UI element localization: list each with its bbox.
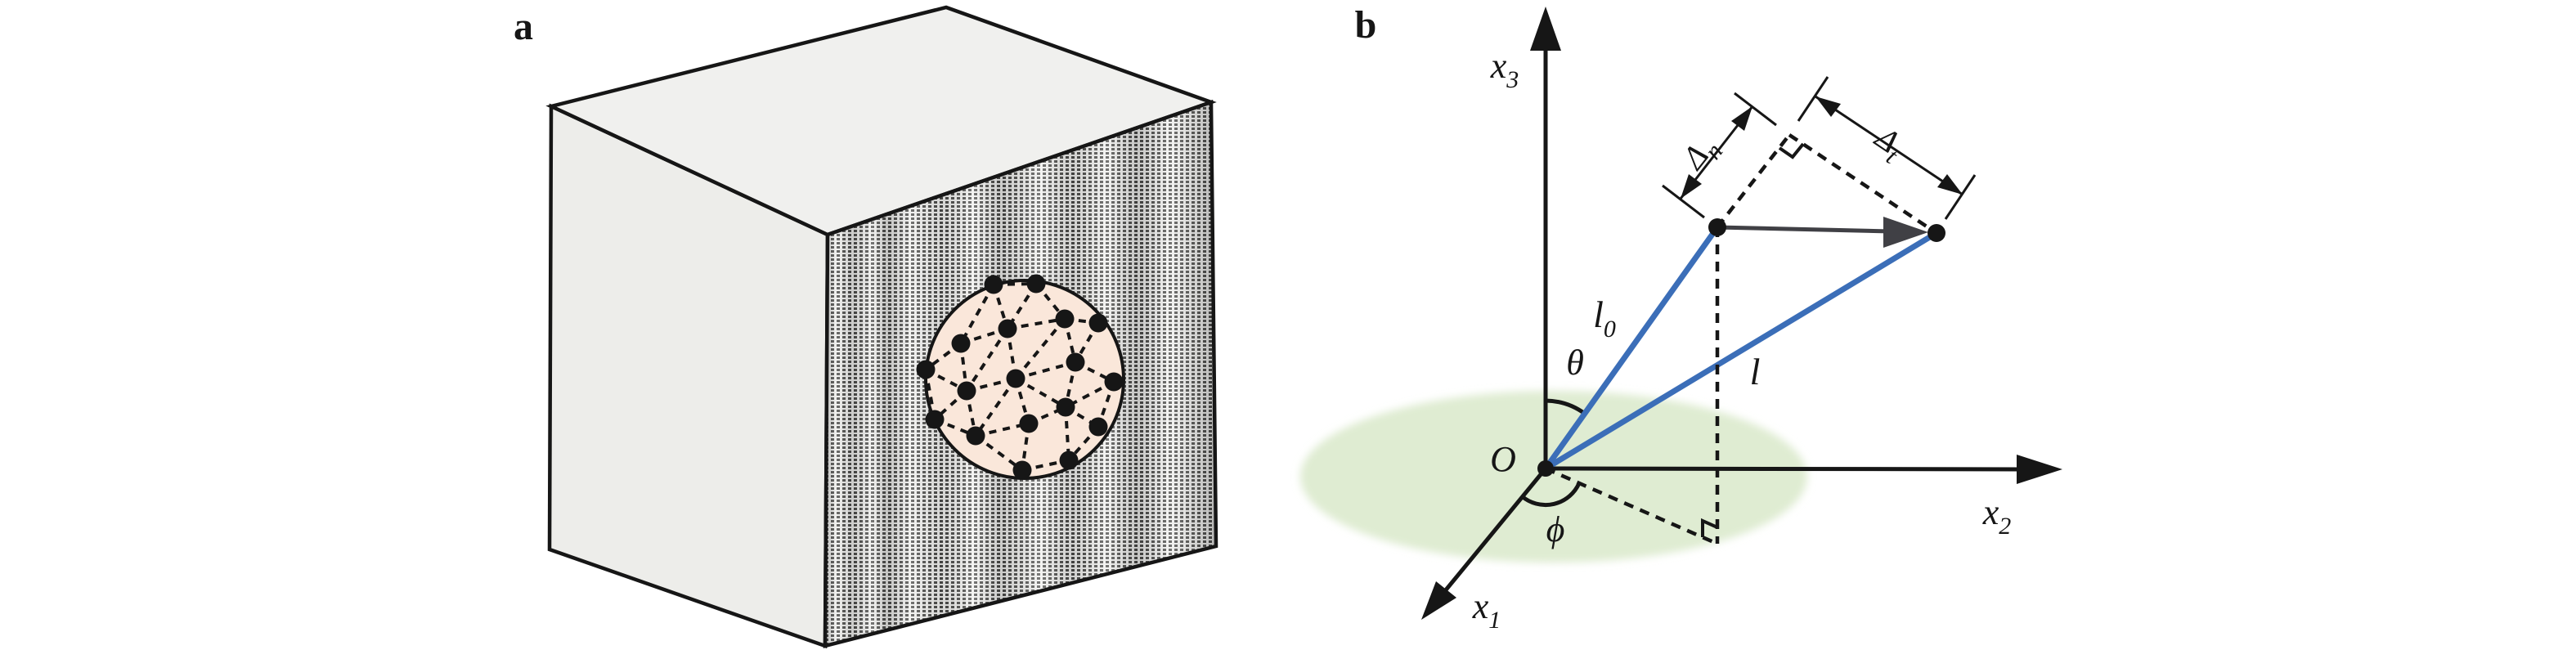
displacement-arrowhead-icon <box>1883 217 1928 248</box>
material-point <box>1006 369 1025 388</box>
cube-front-face-outline <box>823 99 1218 648</box>
delta-t-label: Δt <box>1865 118 1912 169</box>
material-point <box>984 275 1003 294</box>
material-point <box>998 319 1017 338</box>
bond-edge <box>974 434 1024 472</box>
delta-n-arrow-low-icon <box>1681 174 1702 199</box>
displacement-arrow-shaft <box>1717 225 1892 234</box>
panel-a-label: a <box>514 5 533 48</box>
delta-n-label: Δn <box>1674 128 1729 182</box>
horizon-network <box>916 274 1124 480</box>
right-angle-marker-plane <box>1701 518 1718 537</box>
x1-arrowhead-icon <box>1421 581 1456 620</box>
bond-edge <box>1007 317 1066 330</box>
delta-t-arrow-right-icon <box>1937 174 1963 195</box>
x1-axis <box>1443 467 1547 594</box>
x2-arrowhead-icon <box>2017 455 2062 484</box>
base-plane-ellipse <box>1300 391 1807 563</box>
right-angle-marker-components <box>1778 142 1805 159</box>
material-point <box>1056 397 1075 417</box>
phi-angle-arc <box>1520 482 1582 508</box>
origin-label: O <box>1490 439 1516 479</box>
x3-axis-label: x3 <box>1490 46 1519 93</box>
bond-initial-l0 <box>1542 224 1721 472</box>
material-point <box>957 381 976 401</box>
origin-point <box>1537 460 1554 477</box>
delta-n-arrow-high-icon <box>1731 106 1752 131</box>
material-point <box>1012 460 1032 480</box>
material-point <box>1088 417 1108 437</box>
panel-a: a <box>514 5 1218 649</box>
bond-deformed-l <box>1542 230 1940 472</box>
bond-edge <box>1015 377 1066 409</box>
material-point <box>916 360 936 379</box>
material-point <box>1019 414 1039 433</box>
tangential-component-dashed <box>1788 133 1938 235</box>
panel-b: b <box>1300 3 2062 634</box>
delta-n-dimension <box>1662 92 1777 219</box>
delta-t-dimension <box>1797 76 1977 220</box>
material-point <box>925 410 945 429</box>
initial-bond-endpoint <box>1708 218 1726 236</box>
bond-projection-dashed <box>1545 466 1718 546</box>
normal-component-dashed <box>1716 133 1791 229</box>
panel-b-label: b <box>1355 3 1377 47</box>
bond-edge <box>959 284 995 344</box>
bond-edge <box>965 327 1009 392</box>
deformed-length-label: l <box>1750 351 1761 392</box>
x1-axis-label: x1 <box>1472 586 1501 634</box>
x3-arrowhead-icon <box>1530 7 1561 51</box>
bond-edge <box>974 377 1017 437</box>
x2-axis-label: x2 <box>1982 492 2012 540</box>
material-point <box>1026 274 1046 294</box>
initial-length-label: l0 <box>1593 294 1616 343</box>
theta-label: θ <box>1566 343 1584 383</box>
delta-t-arrow-left-icon <box>1815 96 1841 117</box>
phi-label: ϕ <box>1546 509 1565 549</box>
x2-axis <box>1545 466 2021 472</box>
material-point <box>966 426 985 446</box>
material-point <box>1104 372 1124 392</box>
material-point <box>1066 352 1085 372</box>
deformed-bond-endpoint <box>1928 224 1945 242</box>
bond-edge <box>1015 361 1076 380</box>
material-point <box>1059 451 1079 470</box>
material-point <box>951 334 971 353</box>
material-point <box>1055 309 1075 329</box>
material-point <box>1088 313 1108 333</box>
